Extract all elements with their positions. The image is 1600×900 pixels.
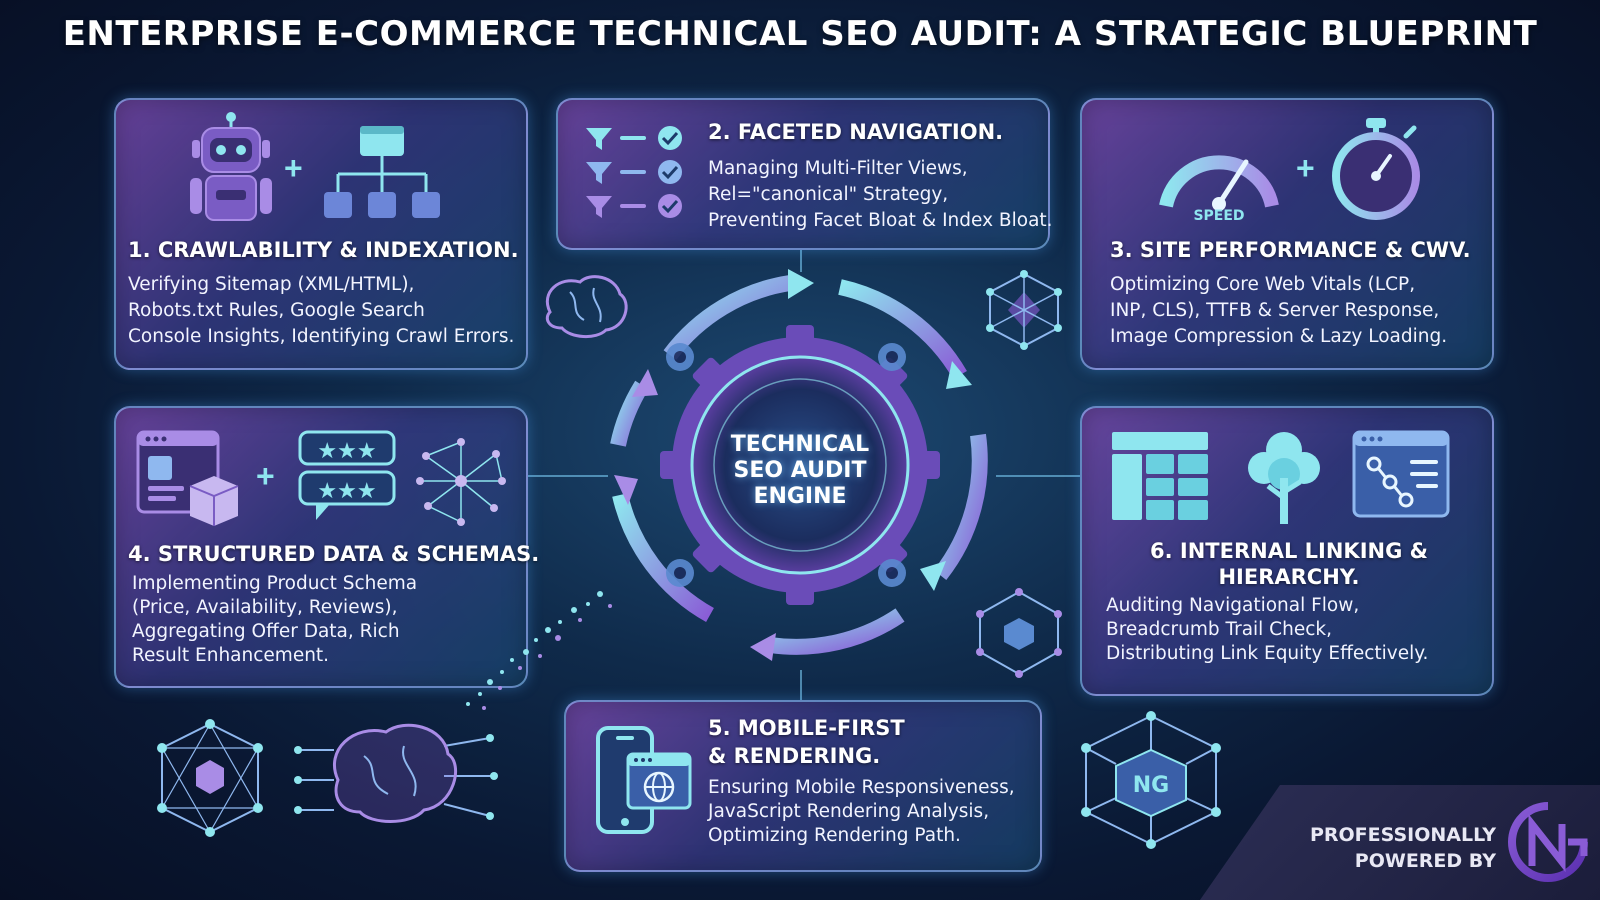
star-rating-icon: ★★★ ★★★ — [298, 430, 396, 520]
card-title: 6. INTERNAL LINKING & HIERARCHY. — [1150, 539, 1428, 589]
brain-icon — [545, 275, 628, 338]
plus-icon: + — [256, 458, 275, 494]
network-sphere-icon — [157, 719, 263, 837]
filter-checklist-icon — [586, 126, 682, 218]
card-crawlability: + 1. CRAWLABILITY & INDEXATION. Verifyin… — [114, 98, 528, 370]
card-title: 3. SITE PERFORMANCE & CWV. — [1110, 238, 1471, 262]
card-faceted-navigation: 2. FACETED NAVIGATION. Managing Multi-Fi… — [556, 98, 1053, 250]
card-mobile-first: 5. MOBILE-FIRST & RENDERING. Ensuring Mo… — [564, 700, 1042, 872]
link-diagram-icon — [1352, 430, 1450, 518]
svg-text:SPEED: SPEED — [1193, 208, 1244, 220]
audit-engine-diagram — [610, 269, 988, 661]
gear-icon — [660, 325, 940, 605]
svg-text:★★★: ★★★ — [317, 439, 376, 464]
brain-icon — [294, 723, 498, 823]
card-title: 1. CRAWLABILITY & INDEXATION. — [128, 238, 519, 262]
card-description: Auditing Navigational Flow, Breadcrumb T… — [1106, 595, 1429, 664]
page-title: ENTERPRISE E-COMMERCE TECHNICAL SEO AUDI… — [62, 14, 1538, 54]
card-title: 2. FACETED NAVIGATION. — [708, 120, 1004, 144]
robot-icon — [190, 112, 272, 221]
mobile-browser-icon — [596, 726, 692, 834]
card-site-performance: SPEED + 3. SITE PERFORMANCE & CWV. Optim… — [1080, 98, 1494, 370]
card-description: Verifying Sitemap (XML/HTML), Robots.txt… — [128, 274, 515, 347]
speedometer-icon: SPEED — [1159, 155, 1279, 220]
card-internal-linking: 6. INTERNAL LINKING & HIERARCHY. Auditin… — [1080, 406, 1494, 696]
svg-text:★★★: ★★★ — [317, 479, 376, 504]
grid-layout-icon — [1112, 432, 1208, 520]
powered-by-text: PROFESSIONALLY POWERED BY — [1309, 824, 1496, 872]
network-icon — [986, 270, 1062, 350]
plus-icon: + — [284, 150, 303, 186]
ng-cube-icon: NG — [1081, 711, 1221, 849]
card-structured-data: + ★★★ ★★★ 4. STRUCTURED DATA & SCHEMAS. … — [114, 406, 539, 688]
particle-trail — [466, 591, 612, 710]
ng-logo-icon — [1508, 802, 1588, 882]
connector-top — [800, 250, 802, 272]
sitemap-icon — [324, 126, 440, 218]
cycle-arrows — [610, 275, 988, 655]
svg-text:NG: NG — [1133, 773, 1169, 798]
tree-icon — [1248, 432, 1320, 524]
connector-left — [528, 475, 608, 477]
engine-label: TECHNICAL SEO AUDIT ENGINE — [730, 432, 870, 509]
card-title: 4. STRUCTURED DATA & SCHEMAS. — [128, 542, 540, 566]
network-icon — [976, 588, 1062, 678]
card-description: Implementing Product Schema (Price, Avai… — [132, 573, 418, 666]
network-icon — [416, 438, 506, 526]
card-description: Managing Multi-Filter Views, Rel="canoni… — [708, 158, 1053, 231]
stopwatch-icon — [1332, 118, 1420, 220]
card-description: Optimizing Core Web Vitals (LCP, INP, CL… — [1110, 274, 1448, 347]
plus-icon: + — [1296, 150, 1315, 186]
product-page-icon — [136, 430, 239, 526]
connector-bottom — [800, 670, 802, 700]
card-title: 5. MOBILE-FIRST & RENDERING. — [708, 716, 905, 768]
card-description: Ensuring Mobile Responsiveness, JavaScri… — [708, 777, 1015, 846]
connector-right — [996, 475, 1080, 477]
